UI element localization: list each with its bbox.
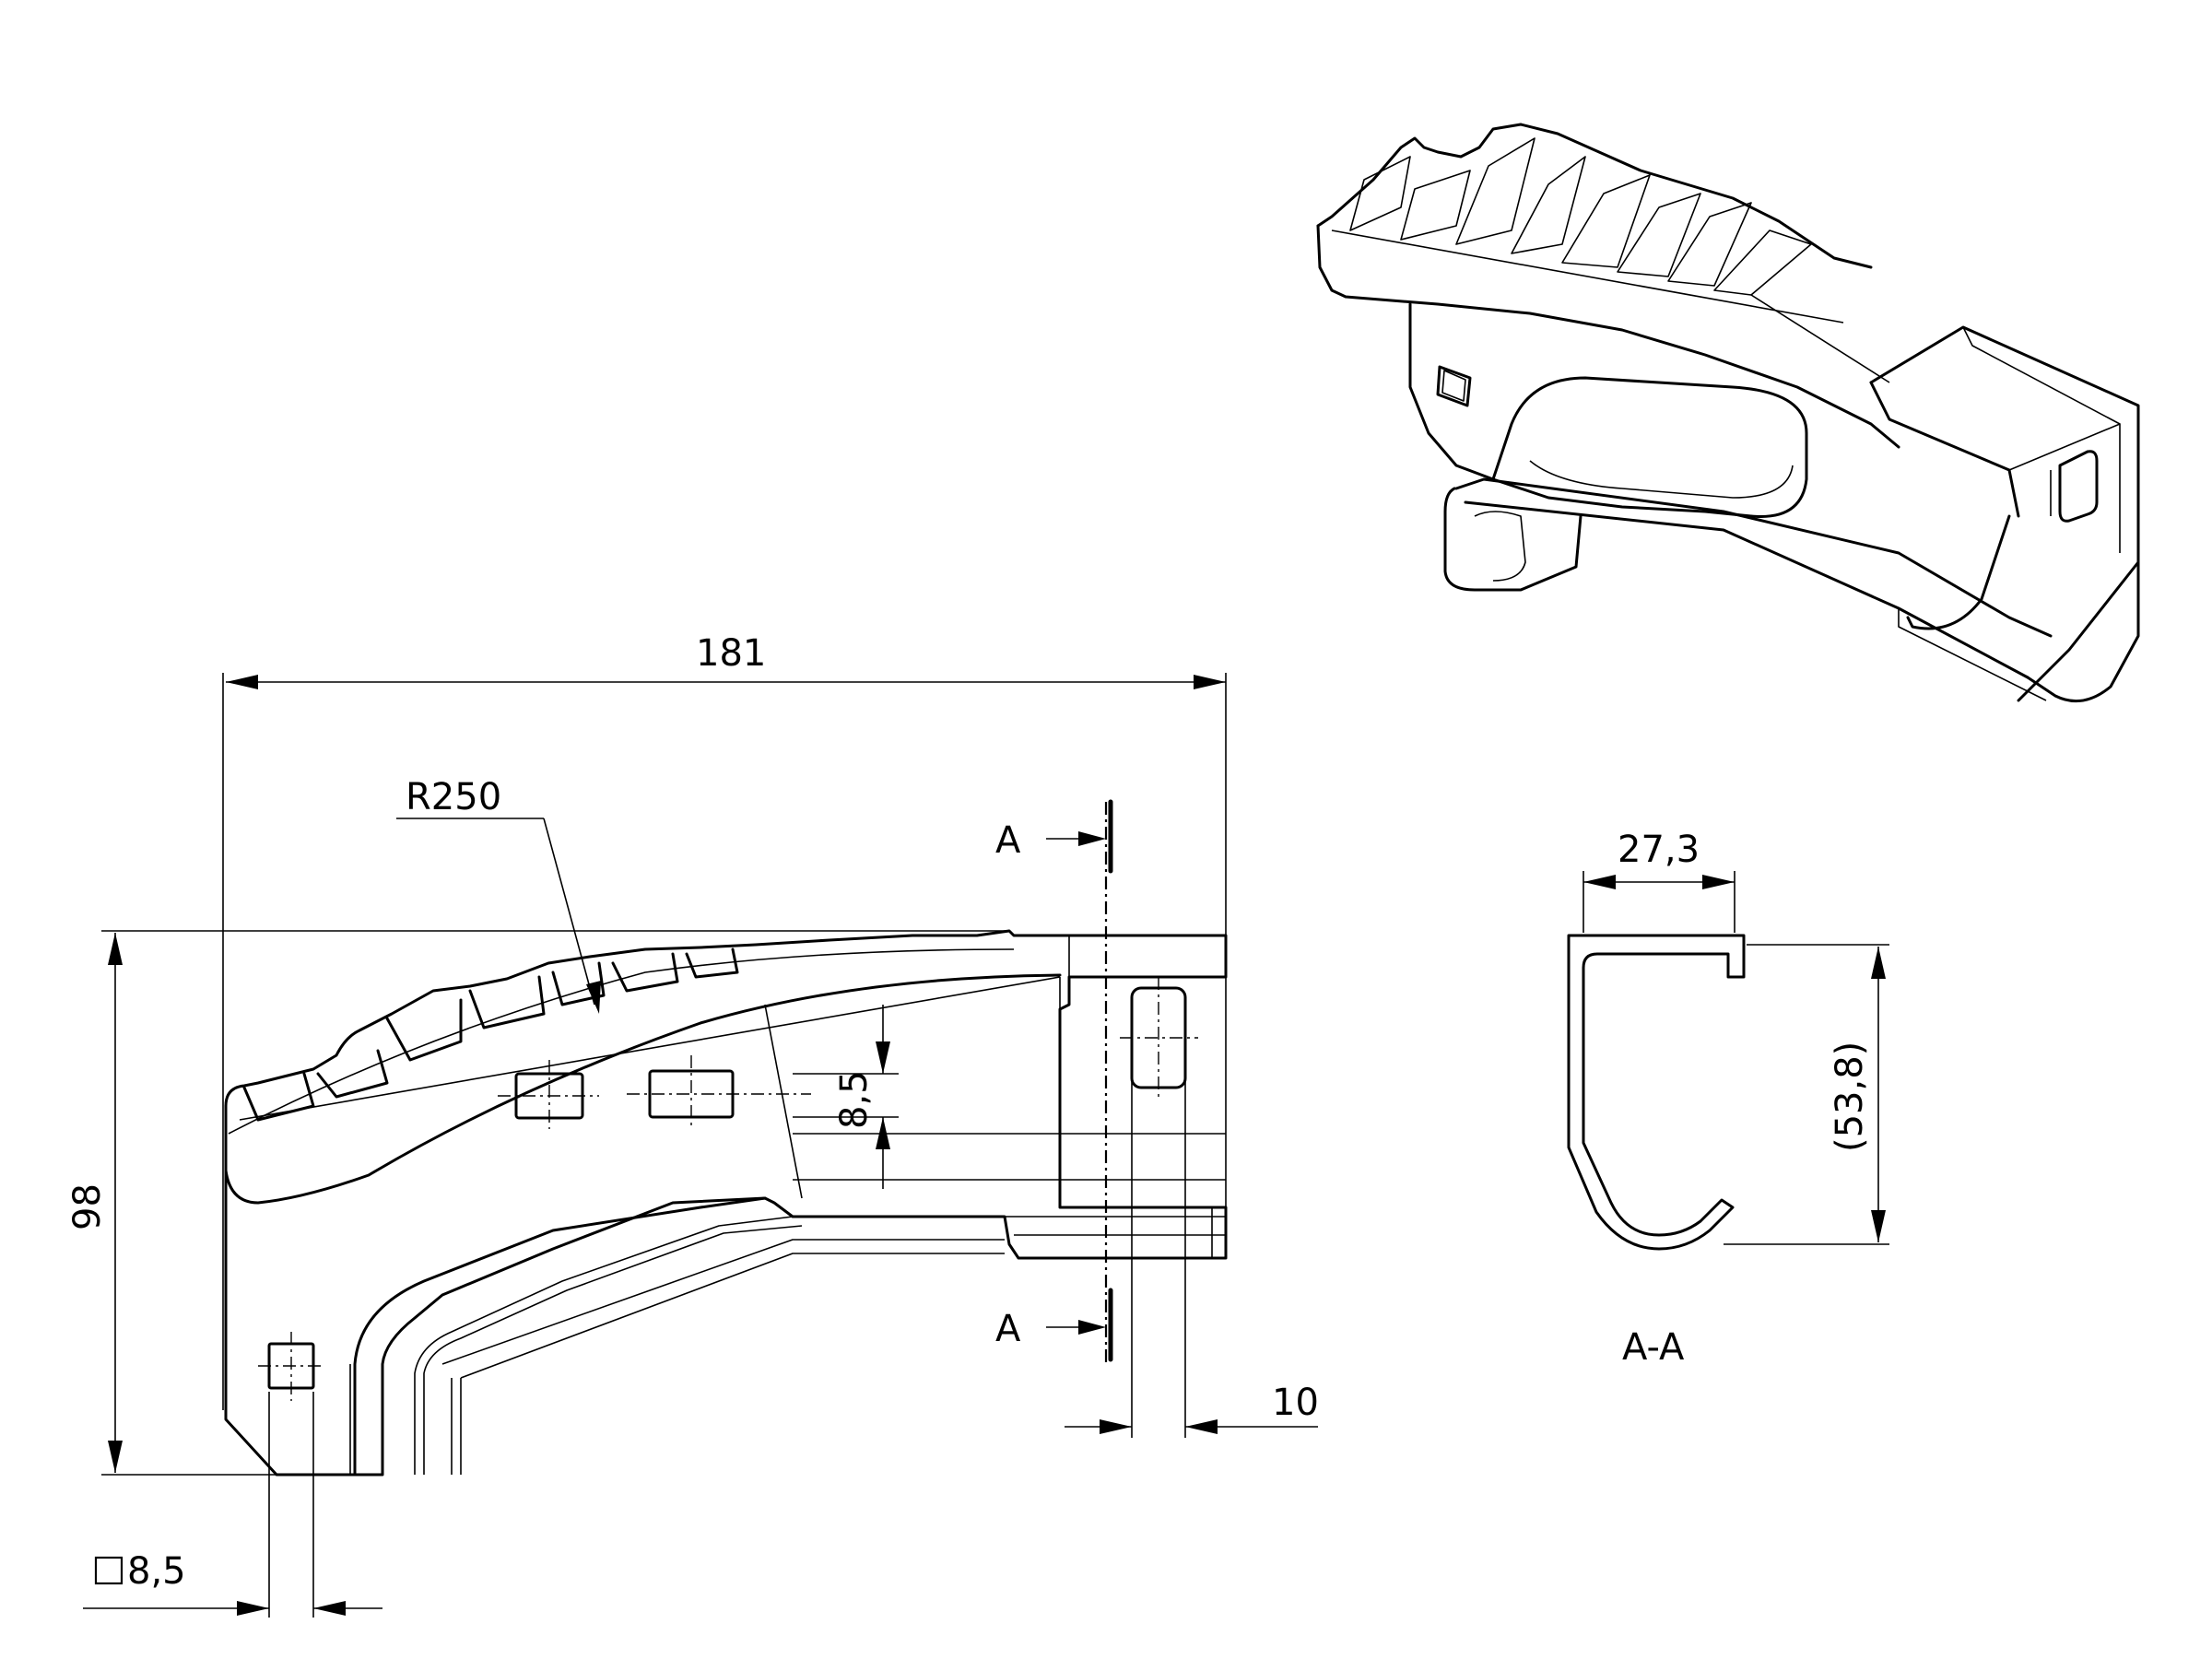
- height-dimension-text: 98: [66, 1183, 109, 1230]
- dimension-hole-pitch: 8,5: [793, 1005, 899, 1189]
- front-view: [224, 929, 1228, 1477]
- section-width-dimension-text: 27,3: [1618, 829, 1700, 871]
- section-height-dimension-text: (53,8): [1829, 1041, 1871, 1152]
- section-cut-label-bottom: A: [995, 1308, 1021, 1350]
- dimension-height: 98: [66, 930, 1009, 1476]
- hole-pitch-dimension-text: 8,5: [833, 1070, 876, 1129]
- section-line: A A: [995, 799, 1113, 1364]
- square-hole-dimension-text: 8,5: [127, 1550, 186, 1593]
- dimension-overall-length: 181: [222, 632, 1227, 1410]
- section-cut-label-top: A: [995, 819, 1021, 862]
- dimension-offset: 10: [1065, 1051, 1319, 1438]
- section-title: A-A: [1622, 1326, 1685, 1369]
- radius-dimension-text: R250: [406, 776, 501, 818]
- dimension-square-hole: 8,5: [83, 1392, 382, 1618]
- offset-dimension-text: 10: [1272, 1382, 1319, 1424]
- isometric-view: [1316, 123, 2140, 703]
- section-a-a: 27,3 (53,8) A-A: [1567, 829, 1889, 1369]
- length-dimension-text: 181: [696, 632, 766, 675]
- dimension-radius: R250: [396, 776, 601, 1014]
